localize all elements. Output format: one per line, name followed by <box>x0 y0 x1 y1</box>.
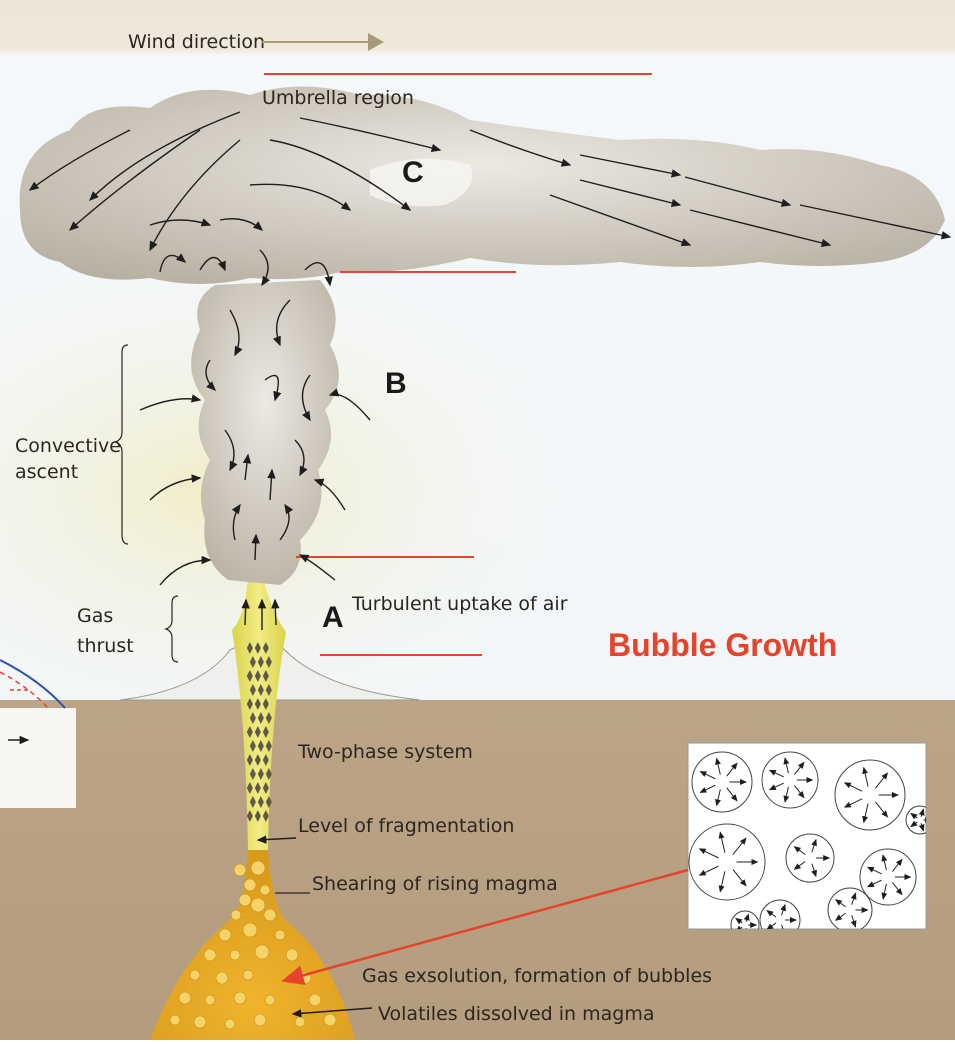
zone-a-letter: A <box>322 601 344 634</box>
volatiles-label: Volatiles dissolved in magma <box>378 1003 655 1025</box>
umbrella-region-label: Umbrella region <box>262 87 414 109</box>
zone-c-letter: C <box>402 156 424 189</box>
wind-direction-label: Wind direction <box>128 31 265 53</box>
turbulent-uptake-label: Turbulent uptake of air <box>351 593 568 615</box>
bubble-growth-title: Bubble Growth <box>608 627 837 663</box>
fragmentation-label: Level of fragmentation <box>298 815 514 837</box>
convective-ascent-label-line1: Convective <box>15 435 121 457</box>
gas-thrust-label-line2: thrust <box>77 635 134 657</box>
sky-glow <box>0 240 700 700</box>
gas-thrust-label-line1: Gas <box>77 605 113 627</box>
bubble-diagram-icon <box>688 743 934 940</box>
convective-ascent-label-line2: ascent <box>15 461 78 483</box>
two-phase-label: Two-phase system <box>297 741 473 763</box>
gas-exsolution-label: Gas exsolution, formation of bubbles <box>362 965 712 987</box>
zone-b-letter: B <box>385 367 407 400</box>
shearing-label: Shearing of rising magma <box>312 873 558 895</box>
left-inset-box <box>0 708 76 808</box>
